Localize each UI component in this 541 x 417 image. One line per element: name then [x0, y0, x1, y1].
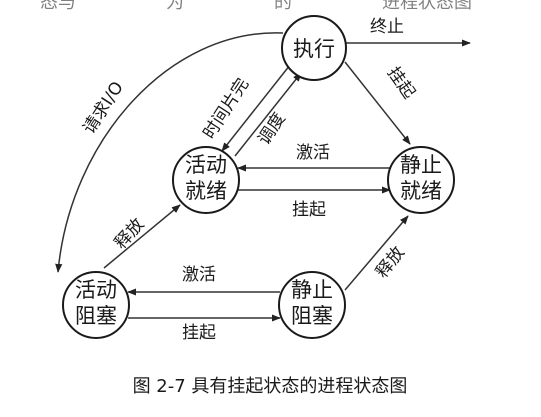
edge-request-io: [55, 32, 284, 273]
state-static-ready: 静止 就绪: [387, 146, 455, 214]
label-dispatch: 调度: [254, 109, 289, 148]
state-active-ready: 活动 就绪: [172, 146, 240, 214]
label-activate-ready: 激活: [296, 143, 330, 163]
edge-dispatch: [234, 72, 302, 157]
label-activate-blocked: 激活: [182, 265, 216, 285]
top-clipped-text: 态与 为 的 进程状态图: [40, 0, 472, 13]
state-static-ready-label-1: 静止: [400, 153, 442, 177]
label-suspend-ready: 挂起: [292, 200, 326, 220]
label-suspend-blocked: 挂起: [182, 323, 216, 343]
state-active-blocked-label-2: 阻塞: [75, 304, 117, 328]
label-terminate: 终止: [370, 17, 404, 37]
state-exec: 执行: [281, 15, 347, 81]
state-static-blocked: 静止 阻塞: [278, 271, 346, 339]
state-static-ready-label-2: 就绪: [400, 179, 442, 203]
state-active-ready-label-2: 就绪: [185, 179, 227, 203]
label-release-active: 释放: [111, 215, 149, 254]
label-request-io: 请求I/O: [79, 78, 127, 138]
edge-release-active: [103, 204, 181, 269]
label-timeout: 时间片完: [199, 75, 253, 143]
state-active-ready-label-1: 活动: [185, 153, 227, 177]
label-suspend-exec: 挂起: [383, 63, 419, 102]
figure-caption: 图 2-7 具有挂起状态的进程状态图: [133, 376, 408, 397]
edge-suspend-exec: [344, 61, 411, 145]
edge-timeout: [221, 64, 291, 152]
label-release-static: 释放: [372, 243, 409, 282]
state-active-blocked: 活动 阻塞: [62, 271, 130, 339]
state-active-blocked-label-1: 活动: [75, 278, 117, 302]
state-static-blocked-label-2: 阻塞: [291, 304, 333, 328]
state-static-blocked-label-1: 静止: [291, 278, 333, 302]
edge-release-static: [344, 215, 409, 291]
state-exec-label: 执行: [293, 37, 335, 61]
